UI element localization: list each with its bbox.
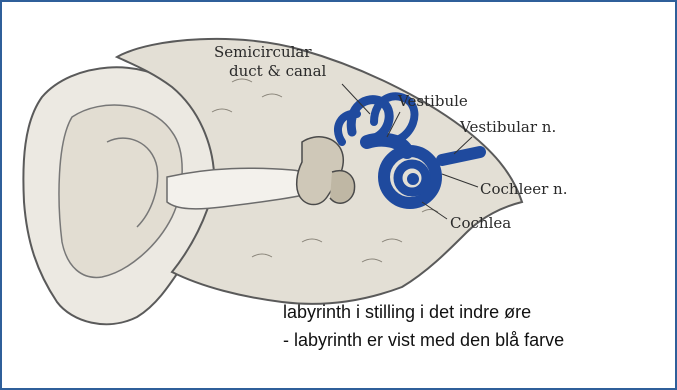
label-semicircular-line2: duct & canal (229, 62, 327, 80)
label-cochleer-nerve: Cochleer n. (480, 180, 568, 198)
label-cochlea: Cochlea (450, 214, 511, 232)
vestibular-nerve-stub (442, 152, 480, 160)
ossicle-stapes (330, 171, 355, 204)
label-semicircular-line1: Semicircular (214, 43, 312, 61)
figure-caption: labyrinth i stilling i det indre øre - l… (283, 298, 663, 354)
cochlea-apex (408, 174, 418, 184)
caption-line-2: - labyrinth er vist med den blå farve (283, 326, 663, 354)
label-vestibular-nerve: Vestibular n. (459, 118, 556, 136)
label-vestibule: Vestibule (397, 92, 468, 110)
caption-line-1: labyrinth i stilling i det indre øre (283, 298, 663, 326)
